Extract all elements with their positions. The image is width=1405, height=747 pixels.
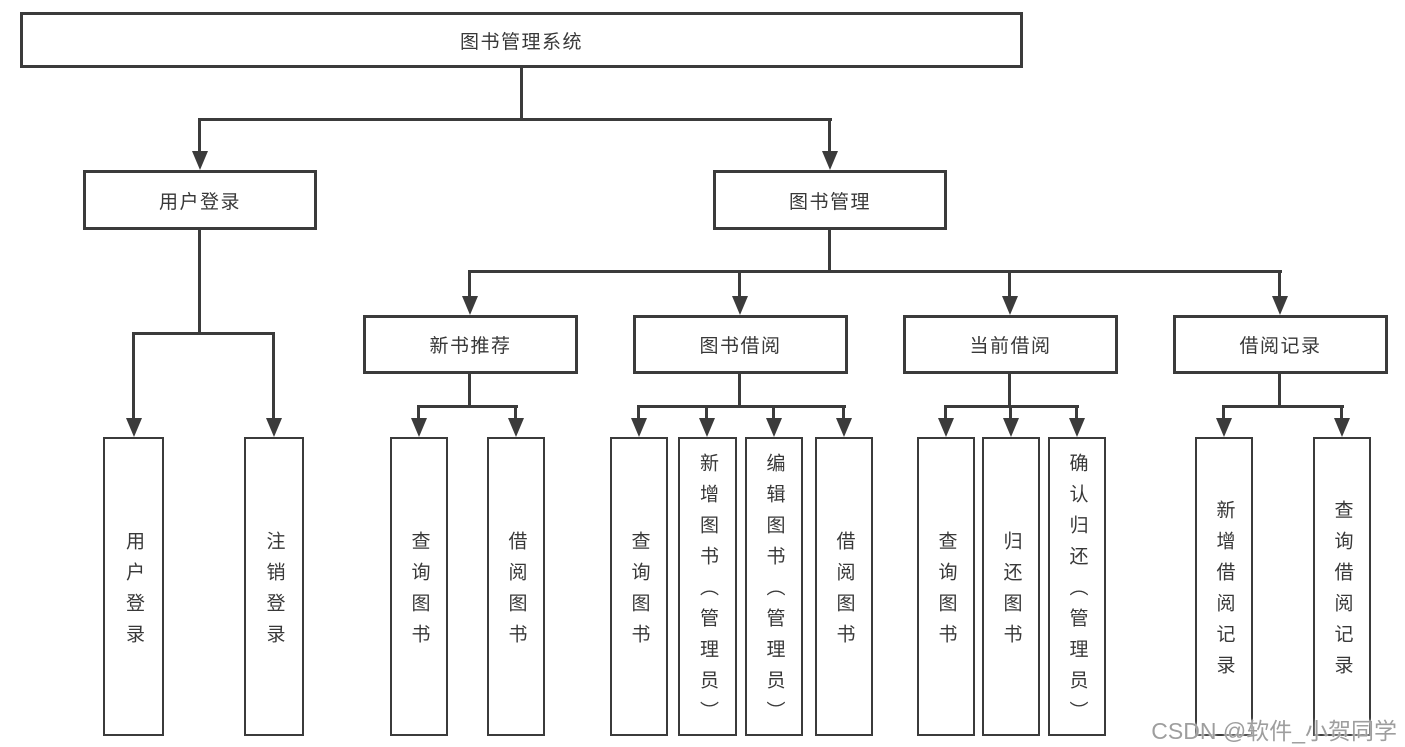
node-label: 借阅记录 [1239,336,1322,357]
node-library-management-system: 图书管理系统 [20,12,1023,68]
node-label: 当前借阅 [969,336,1052,357]
leaf-query-books-recommend: 查询图书 [390,437,448,736]
arrow-down-icon [1002,296,1018,315]
leaf-query-books-borrowing: 查询图书 [610,437,668,736]
connector-line [705,405,708,420]
arrow-down-icon [192,151,208,170]
arrow-down-icon [462,296,478,315]
connector-line [828,230,831,273]
node-current-borrowing: 当前借阅 [903,315,1118,374]
leaf-label: 确认归还（管理员） [1066,453,1088,732]
leaf-edit-book-admin: 编辑图书（管理员） [745,437,803,736]
connector-line [1340,405,1343,420]
connector-line [417,405,420,420]
connector-line [1278,270,1281,298]
leaf-label: 编辑图书（管理员） [763,453,785,732]
connector-line [1009,405,1012,420]
connector-line [1008,374,1011,408]
leaf-add-borrow-record: 新增借阅记录 [1195,437,1253,736]
leaf-label: 查询图书 [935,530,957,655]
leaf-logout: 注销登录 [244,437,304,736]
connector-line [842,405,845,420]
connector-line [132,332,275,335]
node-new-book-recommendation: 新书推荐 [363,315,578,374]
arrow-down-icon [938,418,954,437]
arrow-down-icon [836,418,852,437]
connector-line [514,405,517,420]
leaf-label: 用户登录 [123,530,144,655]
leaf-label: 查询借阅记录 [1331,499,1353,686]
csdn-watermark: CSDN @软件_小贺同学 [1151,718,1397,744]
connector-line [637,405,846,408]
connector-line [417,405,518,408]
leaf-confirm-return-admin: 确认归还（管理员） [1048,437,1106,736]
leaf-return-books: 归还图书 [982,437,1040,736]
arrow-down-icon [1216,418,1232,437]
connector-line [828,118,831,154]
leaf-borrow-books-recommend: 借阅图书 [487,437,545,736]
arrow-down-icon [508,418,524,437]
node-book-management: 图书管理 [713,170,947,230]
leaf-add-book-admin: 新增图书（管理员） [678,437,737,736]
connector-line [944,405,947,420]
arrow-down-icon [699,418,715,437]
arrow-down-icon [1003,418,1019,437]
arrow-down-icon [732,296,748,315]
connector-line [468,374,471,408]
connector-line [738,270,741,298]
connector-line [468,270,1282,273]
leaf-label: 借阅图书 [505,530,527,655]
node-user-login: 用户登录 [83,170,317,230]
connector-line [272,332,275,420]
connector-line [772,405,775,420]
connector-line [738,374,741,408]
leaf-borrow-books-borrowing: 借阅图书 [815,437,873,736]
arrow-down-icon [631,418,647,437]
leaf-label: 注销登录 [263,530,285,655]
connector-line [637,405,640,420]
arrow-down-icon [1334,418,1350,437]
arrow-down-icon [266,418,282,437]
arrow-down-icon [822,151,838,170]
connector-line [1278,374,1281,408]
connector-line [198,230,201,334]
arrow-down-icon [1069,418,1085,437]
arrow-down-icon [411,418,427,437]
connector-line [1222,405,1225,420]
node-book-borrowing: 图书借阅 [633,315,848,374]
leaf-label: 借阅图书 [833,530,855,655]
leaf-label: 查询图书 [408,530,430,655]
node-label: 图书借阅 [699,336,782,357]
connector-line [468,270,471,298]
connector-line [520,68,523,120]
leaf-label: 归还图书 [1000,530,1022,655]
leaf-query-books-current: 查询图书 [917,437,975,736]
node-label: 图书管理系统 [459,31,583,53]
connector-line [1222,405,1344,408]
arrow-down-icon [126,418,142,437]
connector-line [198,118,832,121]
node-label: 用户登录 [158,191,241,213]
connector-line [198,118,201,154]
connector-line [1008,270,1011,298]
leaf-label: 新增图书（管理员） [697,453,718,732]
leaf-label: 查询图书 [628,530,650,655]
arrow-down-icon [1272,296,1288,315]
leaf-user-login: 用户登录 [103,437,164,736]
node-label: 图书管理 [788,191,871,213]
leaf-label: 新增借阅记录 [1213,499,1235,686]
node-label: 新书推荐 [429,336,512,357]
connector-line [132,332,135,420]
node-borrowing-records: 借阅记录 [1173,315,1388,374]
leaf-query-borrow-record: 查询借阅记录 [1313,437,1371,736]
connector-line [1075,405,1078,420]
arrow-down-icon [766,418,782,437]
